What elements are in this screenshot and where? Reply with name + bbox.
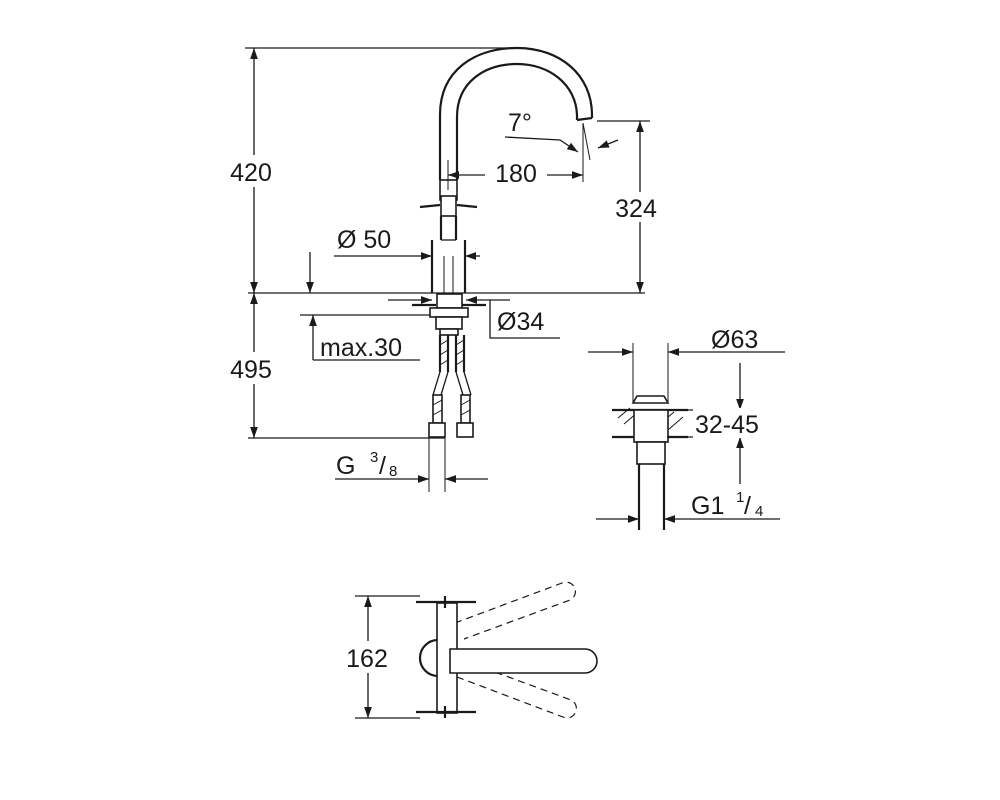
spout-inner [455, 62, 579, 180]
column-lower [439, 216, 458, 240]
svg-text:/: / [744, 492, 751, 520]
spout-top [449, 648, 598, 674]
base-rosette [430, 240, 467, 293]
svg-text:G: G [336, 452, 355, 480]
label-below-deck: 495 [230, 356, 272, 384]
label-drain-range: 32-45 [695, 411, 759, 439]
supply-hoses [428, 335, 474, 438]
label-spout-angle: 7° [508, 109, 532, 137]
label-spout-reach: 180 [495, 160, 537, 188]
svg-text:4: 4 [755, 503, 763, 520]
top-view [355, 581, 598, 719]
drain-view [588, 343, 785, 530]
drain-cap [631, 395, 670, 404]
spout-swing-lower [456, 660, 577, 719]
label-connection: G 3 / 8 [336, 449, 397, 480]
label-height-total: 420 [230, 159, 272, 187]
cross-handle-arms [419, 203, 478, 209]
svg-text:/: / [379, 452, 386, 480]
label-base-diameter: Ø 50 [337, 226, 391, 254]
svg-text:8: 8 [389, 463, 397, 480]
label-drain-thread: G1 1 / 4 [691, 489, 763, 520]
cross-handle-hub [440, 195, 457, 217]
svg-text:3: 3 [370, 449, 378, 466]
label-hole-diameter: Ø34 [497, 308, 544, 336]
spout-swing-upper [454, 581, 576, 640]
faucet-front-view [248, 46, 645, 439]
mounting-nut [429, 307, 469, 318]
svg-text:G1: G1 [691, 492, 724, 520]
dimension-labels: 420 180 7° 324 Ø 50 Ø34 495 max.30 G 3 /… [222, 109, 777, 673]
svg-text:1: 1 [736, 489, 744, 506]
spout-outlet [576, 116, 593, 122]
deck-flange [436, 293, 463, 309]
label-max-deck: max.30 [320, 334, 402, 362]
drain-tail [637, 464, 666, 530]
label-drain-diameter: Ø63 [711, 326, 758, 354]
drain-body [633, 409, 669, 443]
label-handle-span: 162 [346, 645, 388, 673]
label-spout-height: 324 [615, 195, 657, 223]
dimension-lines [245, 47, 650, 492]
